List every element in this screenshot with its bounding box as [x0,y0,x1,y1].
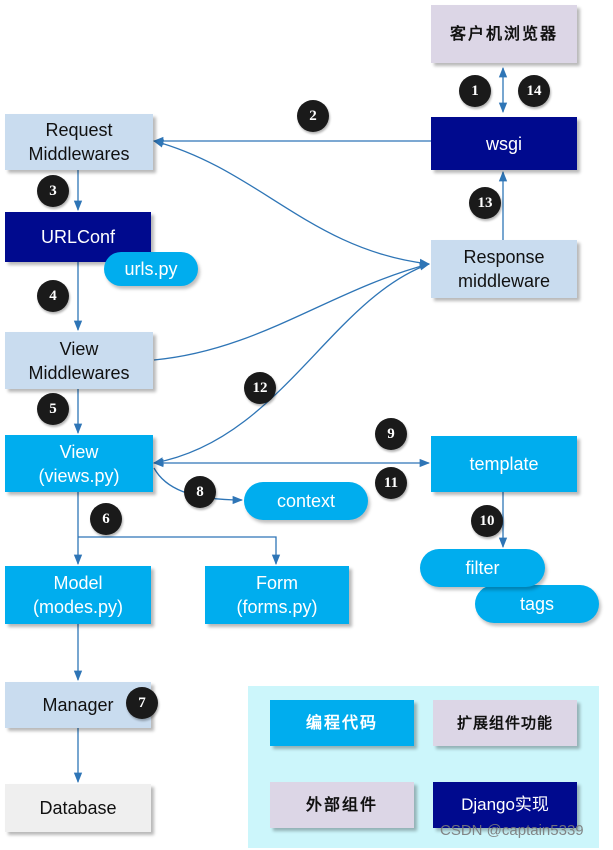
step-badge: 4 [37,280,69,312]
legend: 编程代码 扩展组件功能 外部组件 Django实现 [248,686,599,848]
curve-request-response [152,139,431,268]
urls-py-pill: urls.py [104,252,198,286]
step-badge: 13 [469,187,501,219]
step-badge: 6 [90,503,122,535]
view-box: View (views.py) [5,435,153,492]
step-badge: 5 [37,393,69,425]
database-box: Database [5,784,151,832]
curve-response-view [152,263,430,466]
curve-view-context [153,467,244,505]
legend-extension: 扩展组件功能 [433,700,577,746]
step-badge: 2 [297,100,329,132]
step-badge: 3 [37,175,69,207]
legend-external: 外部组件 [270,782,414,828]
step-badge: 10 [471,505,503,537]
wsgi-box: wsgi [431,117,577,170]
legend-django: Django实现 [433,782,577,828]
model-box: Model (modes.py) [5,566,151,624]
step-badge: 12 [244,372,276,404]
form-box: Form (forms.py) [205,566,349,624]
view-middlewares-box: View Middlewares [5,332,153,389]
request-middlewares-box: Request Middlewares [5,114,153,170]
browser-box: 客户机浏览器 [431,5,577,63]
step-badge: 14 [518,75,550,107]
response-middleware-box: Response middleware [431,240,577,298]
step-badge: 7 [126,687,158,719]
step-badge: 1 [459,75,491,107]
context-pill: context [244,482,368,520]
template-box: template [431,436,577,492]
legend-own-code: 编程代码 [270,700,414,746]
watermark: CSDN @captain5339 [440,822,584,839]
step-badge: 9 [375,418,407,450]
step-badge: 11 [375,467,407,499]
filter-pill: filter [420,549,545,587]
step-badge: 8 [184,476,216,508]
curve-view-mw-response [153,262,431,361]
arrow-view-form [78,536,281,566]
tags-pill: tags [475,585,599,623]
